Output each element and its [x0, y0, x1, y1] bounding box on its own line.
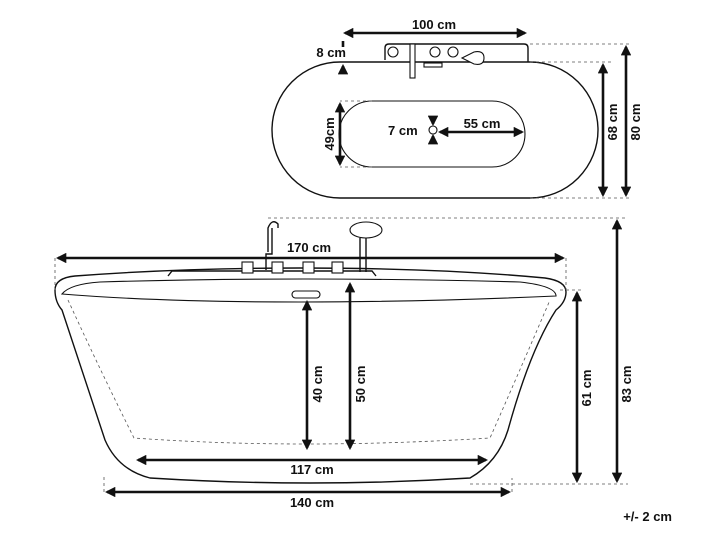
- side-view-inner-basin: [67, 299, 551, 445]
- side-view-handshower-icon: [349, 221, 383, 239]
- outer-depth-label: 80 cm: [628, 104, 643, 141]
- side-view-tub-body: [54, 267, 567, 484]
- top-view-knob-icon: [387, 46, 399, 58]
- side-view-knob-icon: [331, 261, 344, 274]
- top-view-knob-icon: [447, 46, 459, 58]
- top-view-knob-icon: [429, 46, 441, 58]
- top-width-label: 100 cm: [412, 17, 456, 32]
- side-view-overflow-icon: [291, 290, 321, 299]
- drain-label: 7 cm: [388, 123, 418, 138]
- water-depth-label: 40 cm: [310, 366, 325, 403]
- side-length-label: 170 cm: [287, 240, 331, 255]
- top-view-overflow-icon: [423, 62, 443, 68]
- base-length-label: 140 cm: [290, 495, 334, 510]
- front-height-label: 61 cm: [579, 370, 594, 407]
- tolerance-note: +/- 2 cm: [623, 509, 672, 524]
- inner-width-label: 49cm: [322, 117, 337, 150]
- total-height-label: 83 cm: [619, 366, 634, 403]
- rim-label: 8 cm: [316, 45, 346, 60]
- top-view: 100 cm 8 cm 7 cm 55 cm 49cm 68 cm 80 cm: [271, 17, 643, 199]
- outer-depth-inner-label: 68 cm: [605, 104, 620, 141]
- basin-depth-label: 50 cm: [353, 366, 368, 403]
- top-view-handshower-icon: [460, 51, 485, 65]
- side-view: 170 cm 40 cm 50 cm 117 cm 140 cm 61 cm 8…: [54, 217, 634, 510]
- top-view-spout-icon: [409, 43, 416, 79]
- bottom-inner-label: 117 cm: [290, 462, 333, 477]
- side-view-knob-icon: [241, 261, 254, 274]
- top-view-drain-icon: [428, 125, 438, 135]
- top-view-faucet-deck: [384, 43, 529, 62]
- side-view-knob-icon: [302, 261, 315, 274]
- side-view-knob-icon: [271, 261, 284, 274]
- inner-half-length-label: 55 cm: [464, 116, 501, 131]
- side-view-inner-rim: [60, 278, 557, 303]
